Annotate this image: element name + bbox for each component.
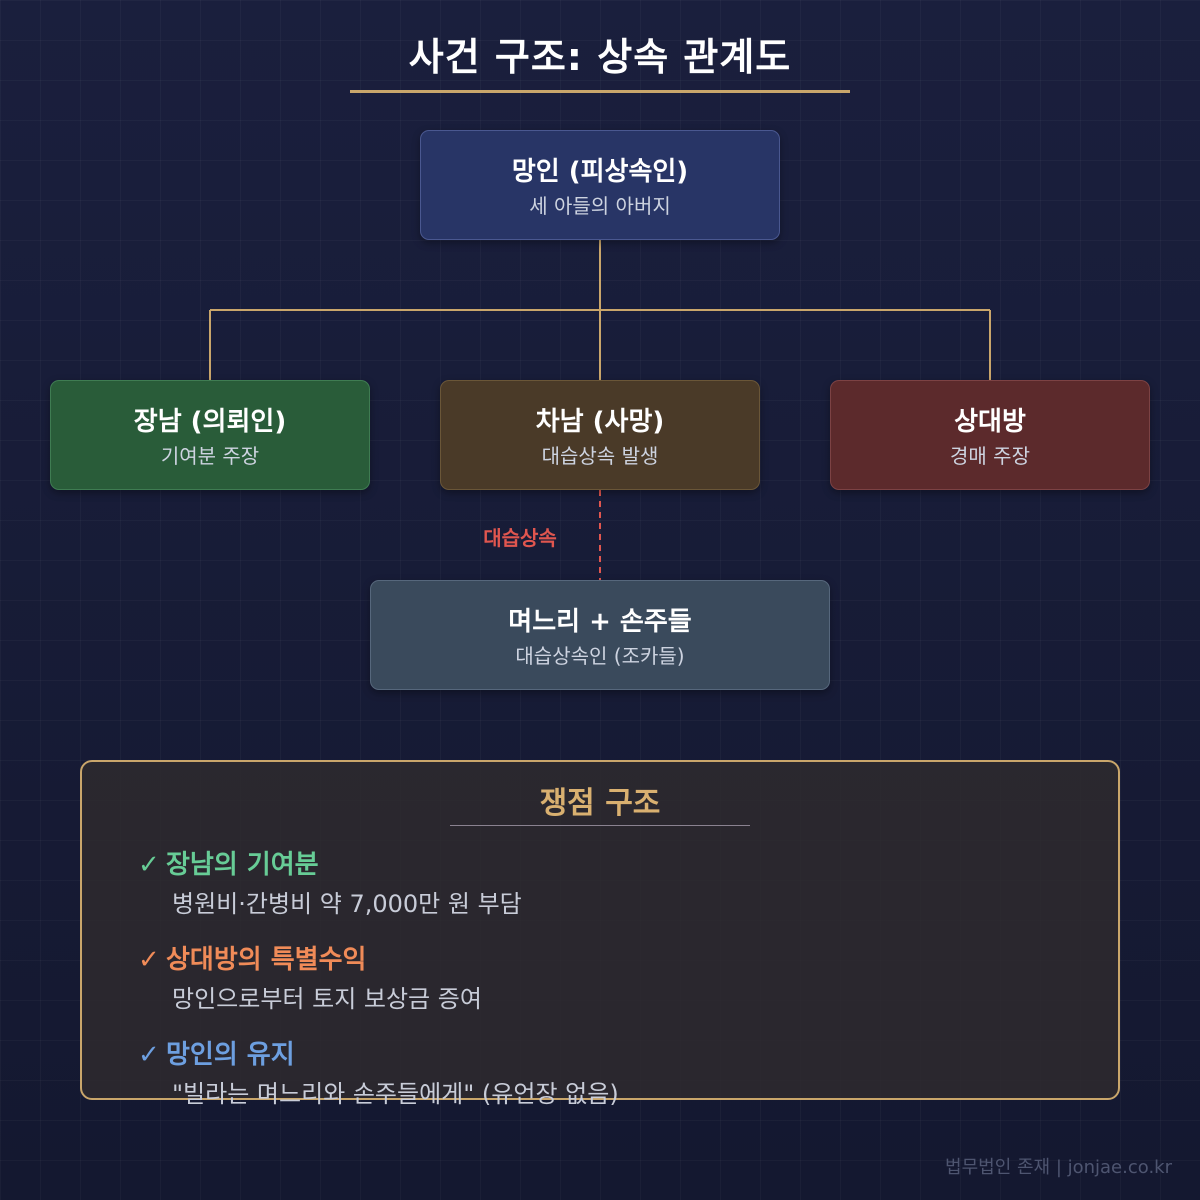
issue-panel (80, 760, 1120, 1100)
page-title: 사건 구조: 상속 관계도 (408, 35, 792, 79)
node-opponent-subtitle: 경매 주장 (950, 444, 1030, 468)
node-deceased: 망인 (피상속인) 세 아들의 아버지 (420, 130, 780, 240)
issue-item-heading: ✓상대방의 특별수익 (138, 943, 366, 977)
node-deceased-title: 망인 (피상속인) (511, 157, 689, 187)
check-icon: ✓ (138, 1040, 160, 1070)
node-second-son: 차남 (사망) 대습상속 발생 (440, 380, 760, 490)
node-subrogation-heirs: 며느리 + 손주들 대습상속인 (조카들) (370, 580, 830, 690)
issue-item-description: 망인으로부터 토지 보상금 증여 (172, 985, 482, 1013)
issue-item-description: 병원비·간병비 약 7,000만 원 부담 (172, 890, 522, 918)
issue-item-description: "빌라는 며느리와 손주들에게" (유언장 없음) (172, 1080, 619, 1108)
issue-heading-text: 망인의 유지 (166, 1040, 295, 1070)
node-second-subtitle: 대습상속 발생 (541, 444, 659, 468)
issue-panel-divider (450, 825, 750, 826)
issue-item-heading: ✓망인의 유지 (138, 1038, 295, 1072)
node-opponent: 상대방 경매 주장 (830, 380, 1150, 490)
subrogation-label: 대습상속 (483, 526, 557, 550)
node-heirs-subtitle: 대습상속인 (조카들) (515, 644, 685, 668)
check-icon: ✓ (138, 850, 160, 880)
issue-item-heading: ✓장남의 기여분 (138, 848, 319, 882)
issue-panel-title: 쟁점 구조 (539, 786, 661, 821)
node-deceased-subtitle: 세 아들의 아버지 (529, 194, 671, 218)
issue-heading-text: 상대방의 특별수익 (166, 945, 367, 975)
check-icon: ✓ (138, 945, 160, 975)
node-opponent-title: 상대방 (954, 407, 1026, 437)
node-heirs-title: 며느리 + 손주들 (508, 607, 692, 637)
title-underline (350, 90, 850, 93)
node-eldest-subtitle: 기여분 주장 (160, 444, 260, 468)
node-eldest-title: 장남 (의뢰인) (133, 407, 287, 437)
issue-heading-text: 장남의 기여분 (166, 850, 319, 880)
node-eldest-son: 장남 (의뢰인) 기여분 주장 (50, 380, 370, 490)
footer-credit: 법무법인 존재 | jonjae.co.kr (945, 1157, 1172, 1178)
node-second-title: 차남 (사망) (535, 407, 665, 437)
